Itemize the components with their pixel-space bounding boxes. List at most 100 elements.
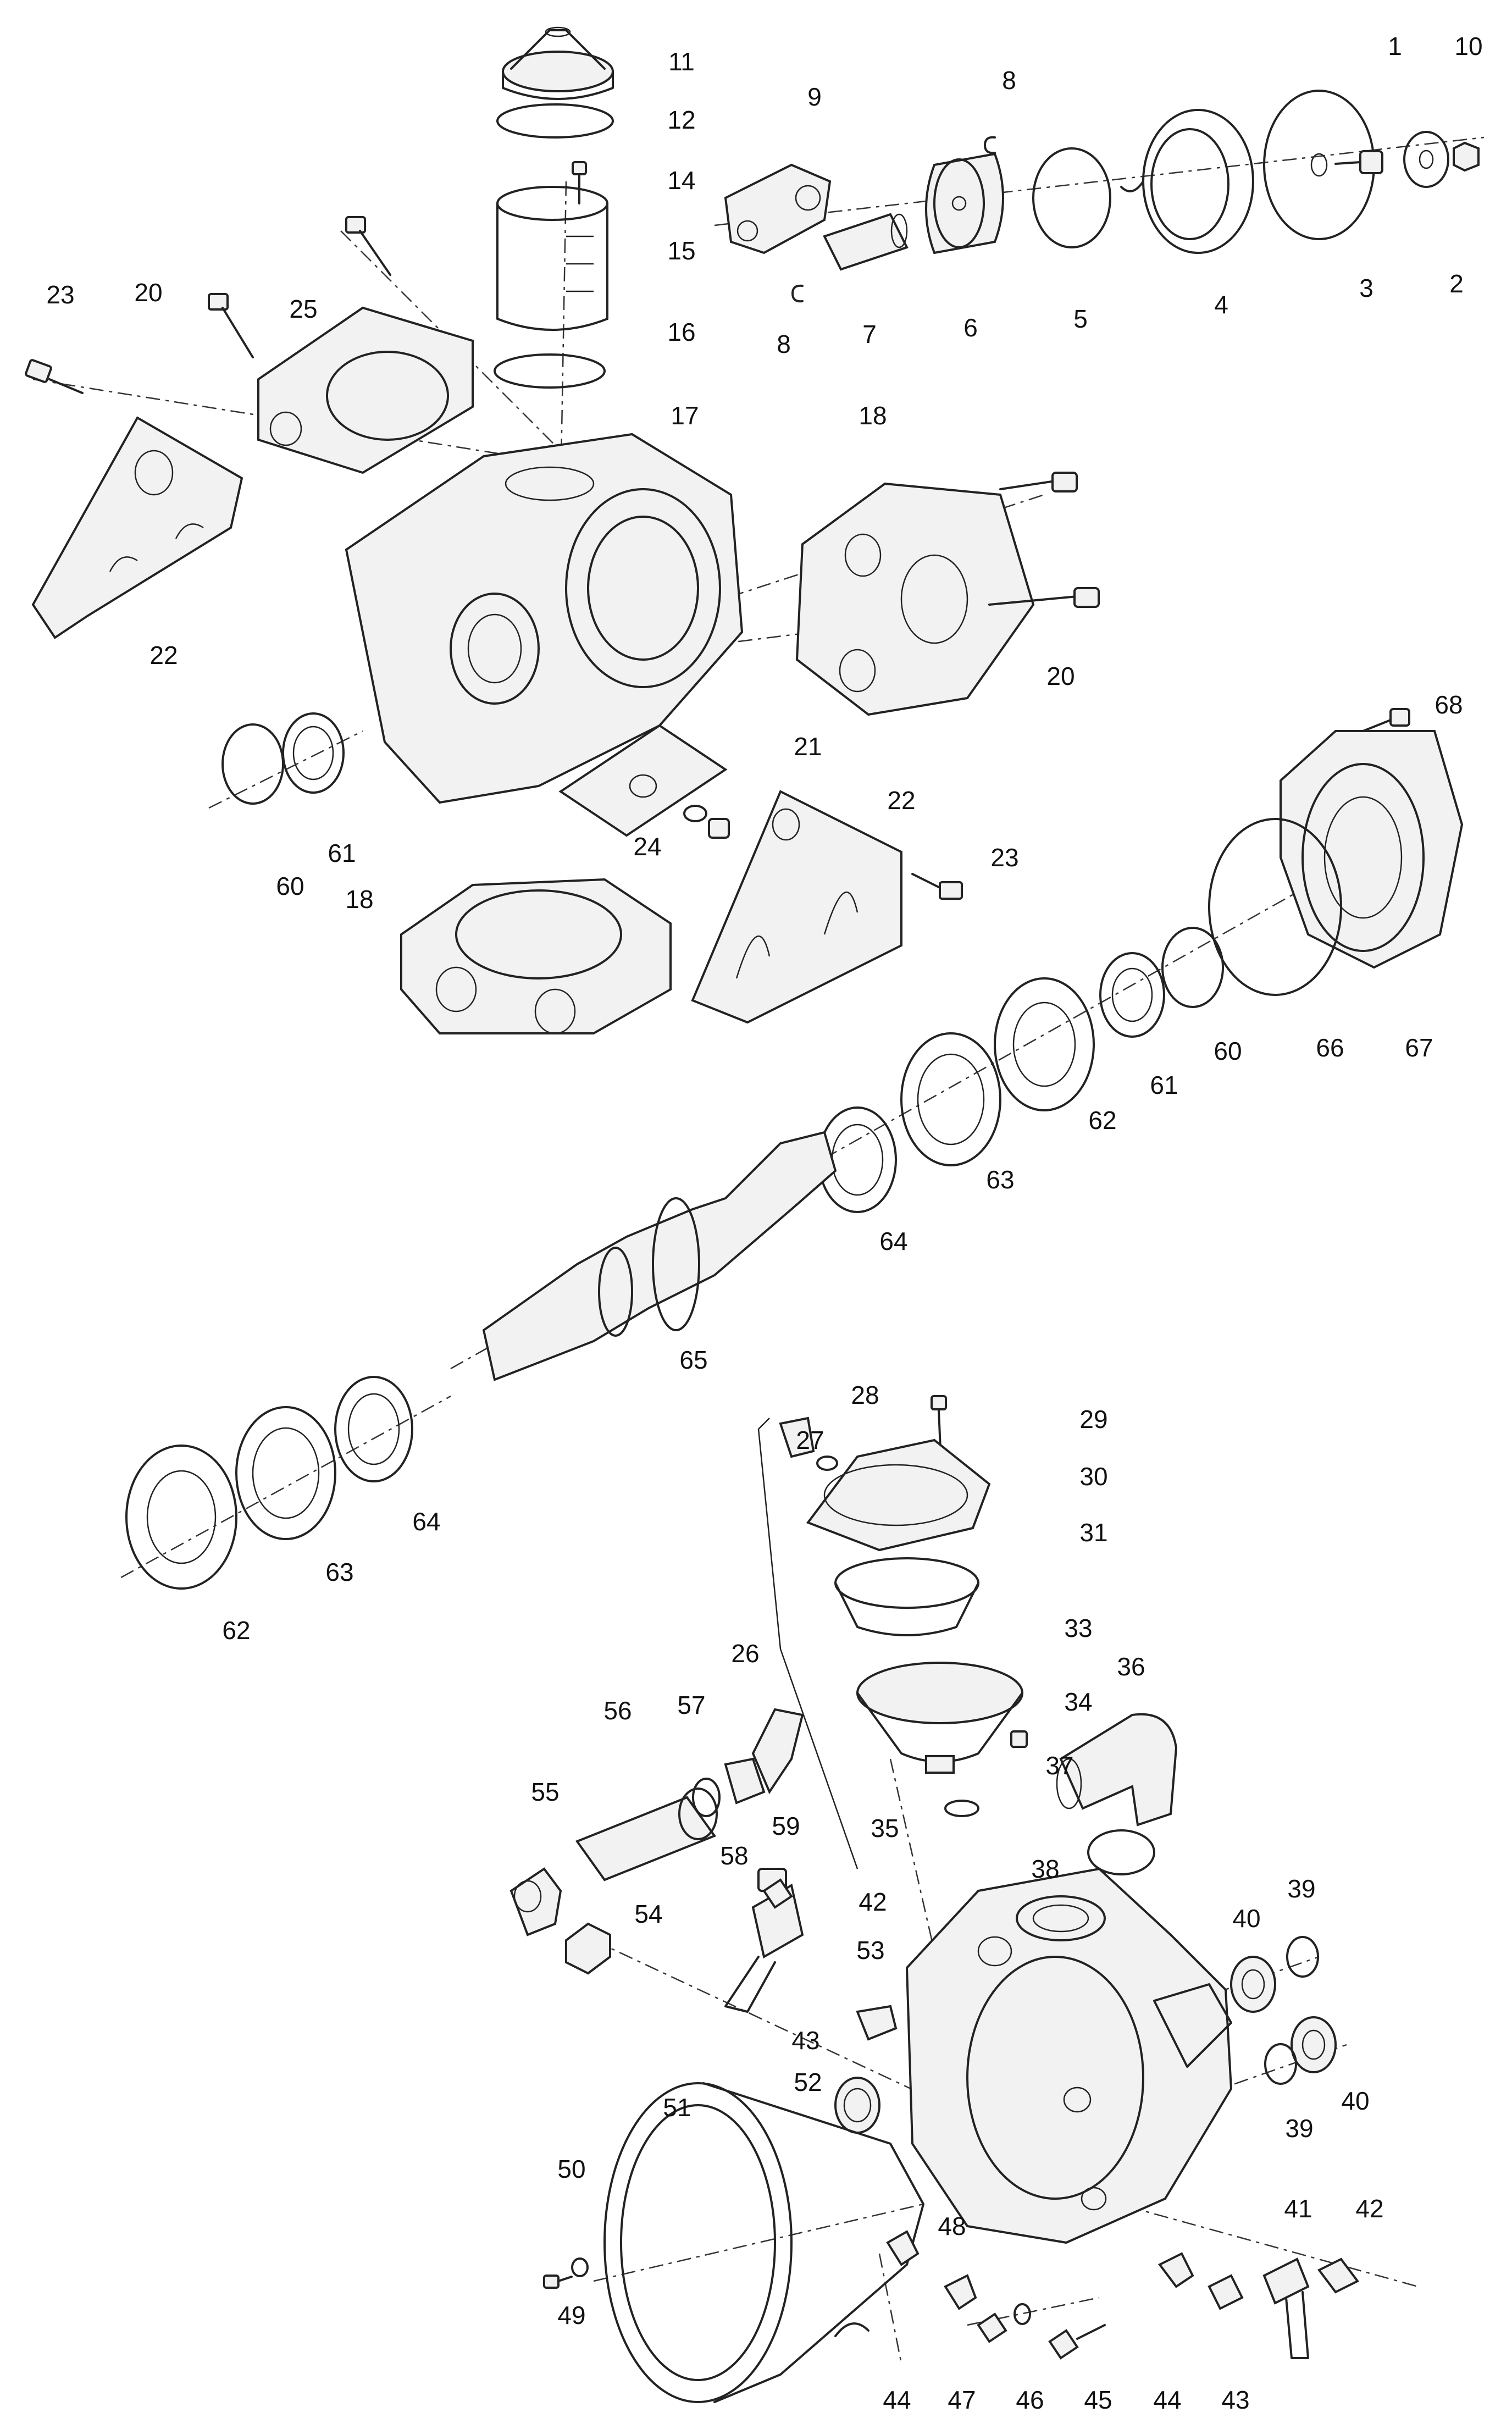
- washer-50: [571, 2257, 589, 2277]
- callout-c60a: 60: [276, 872, 304, 900]
- pump-housing-17: [345, 433, 744, 804]
- pump-body-main: [905, 1867, 1233, 2244]
- callout-c22b: 22: [887, 786, 915, 815]
- screw-49: [543, 2274, 573, 2289]
- fitting-40-lower: [1291, 2016, 1337, 2073]
- callout-c22a: 22: [149, 641, 178, 669]
- bolt-45: [1048, 2324, 1106, 2360]
- callout-c15: 15: [667, 236, 695, 265]
- elbow-43-lower: [1208, 2274, 1244, 2310]
- callout-c23a: 23: [46, 280, 74, 309]
- callout-c46: 46: [1016, 2386, 1044, 2414]
- callout-c34: 34: [1064, 1687, 1092, 1716]
- callout-c24: 24: [633, 832, 661, 861]
- base-bracket-21: [558, 724, 728, 837]
- callout-c65: 65: [679, 1346, 707, 1374]
- nut-58: [724, 1757, 766, 1805]
- tap-41: [1262, 2257, 1310, 2359]
- callout-c37: 37: [1045, 1751, 1073, 1780]
- bolt-20-right-lower: [988, 587, 1100, 608]
- nut-54: [565, 1922, 611, 1975]
- air-chamber-cover-30: [806, 1438, 991, 1552]
- oil-cap-11: [502, 26, 614, 100]
- bearing-62-left: [125, 1445, 237, 1590]
- bolt-1: [1334, 150, 1383, 174]
- fitting-52: [834, 2077, 880, 2134]
- fitting-40-upper: [1230, 1956, 1276, 2013]
- nut-34: [1010, 1730, 1028, 1748]
- callout-c40b: 40: [1341, 2087, 1369, 2115]
- callout-c8b: 8: [777, 330, 791, 358]
- callout-c10: 10: [1454, 32, 1482, 60]
- callout-c11: 11: [668, 47, 695, 76]
- bearing-62-right: [994, 977, 1095, 1111]
- callout-c33: 33: [1064, 1614, 1092, 1642]
- bolt-23-top: [25, 359, 84, 394]
- callout-c17: 17: [671, 401, 699, 430]
- plug-44-left: [886, 2230, 920, 2266]
- callout-c6: 6: [963, 313, 978, 342]
- callout-c44b: 44: [1153, 2386, 1181, 2414]
- plug-44-right: [1157, 2252, 1194, 2288]
- callout-c38: 38: [1031, 1855, 1059, 1883]
- connecting-rod-9: [724, 163, 832, 254]
- callout-c18b: 18: [345, 885, 373, 914]
- callout-c31: 31: [1079, 1518, 1107, 1547]
- bolt-23-right: [911, 873, 963, 900]
- callout-c39a: 39: [1287, 1874, 1315, 1903]
- bolt-68: [1362, 708, 1410, 732]
- callout-c47: 47: [948, 2386, 976, 2414]
- callout-c1: 1: [1388, 32, 1402, 60]
- callout-c62b: 62: [222, 1616, 250, 1645]
- diaphragm-31: [834, 1557, 979, 1636]
- callout-c23b: 23: [990, 843, 1018, 872]
- screw-14: [572, 161, 587, 204]
- callout-c60b: 60: [1214, 1037, 1242, 1065]
- seal-61-right: [1099, 952, 1165, 1038]
- bell-housing-51: [603, 2082, 924, 2403]
- head-18-right: [795, 482, 1035, 716]
- callout-c42b: 42: [1355, 2194, 1383, 2223]
- drain-plug-24: [683, 805, 730, 839]
- o-ring-12: [496, 103, 614, 139]
- callout-c3: 3: [1359, 274, 1373, 302]
- crankshaft-65: [482, 1131, 837, 1381]
- circlip-60-right: [1161, 927, 1224, 1008]
- callout-c61b: 61: [1150, 1071, 1178, 1099]
- callout-c44a: 44: [883, 2386, 911, 2414]
- valve-body-56: [575, 1787, 718, 1881]
- callout-c58: 58: [720, 1841, 748, 1870]
- callout-c61a: 61: [328, 839, 356, 867]
- callout-c52: 52: [794, 2068, 822, 2096]
- callout-c64b: 64: [412, 1507, 440, 1536]
- callout-c53: 53: [856, 1936, 884, 1964]
- mounting-bracket-22-right: [691, 790, 902, 1024]
- washer-46: [1013, 2303, 1031, 2325]
- callout-c36: 36: [1117, 1652, 1145, 1681]
- pressure-fitting-55: [509, 1867, 562, 1936]
- callout-c59: 59: [772, 1812, 800, 1840]
- nut-10: [1453, 141, 1480, 172]
- needle-bearing-64-left: [334, 1376, 413, 1482]
- o-ring-66: [1208, 818, 1342, 996]
- circlip-8-bottom: [791, 284, 804, 303]
- mounting-bracket-22-left: [31, 416, 243, 639]
- o-ring-38: [1087, 1829, 1155, 1875]
- o-ring-16: [494, 353, 606, 389]
- callout-c51: 51: [663, 2093, 691, 2122]
- callout-c30: 30: [1079, 1462, 1107, 1491]
- callout-c57: 57: [677, 1691, 705, 1719]
- elbow-fitting-36: [1056, 1713, 1178, 1827]
- callout-c39b: 39: [1285, 2114, 1313, 2143]
- circlip-8-top: [984, 136, 996, 154]
- ring-5: [1032, 147, 1111, 248]
- piston-6: [925, 152, 1004, 254]
- callout-c67: 67: [1405, 1033, 1433, 1062]
- diaphragm-plate-3: [1263, 90, 1375, 240]
- callout-c64a: 64: [879, 1227, 907, 1255]
- callout-c7: 7: [862, 320, 877, 348]
- cover-25: [257, 306, 474, 474]
- callout-c68: 68: [1435, 690, 1463, 719]
